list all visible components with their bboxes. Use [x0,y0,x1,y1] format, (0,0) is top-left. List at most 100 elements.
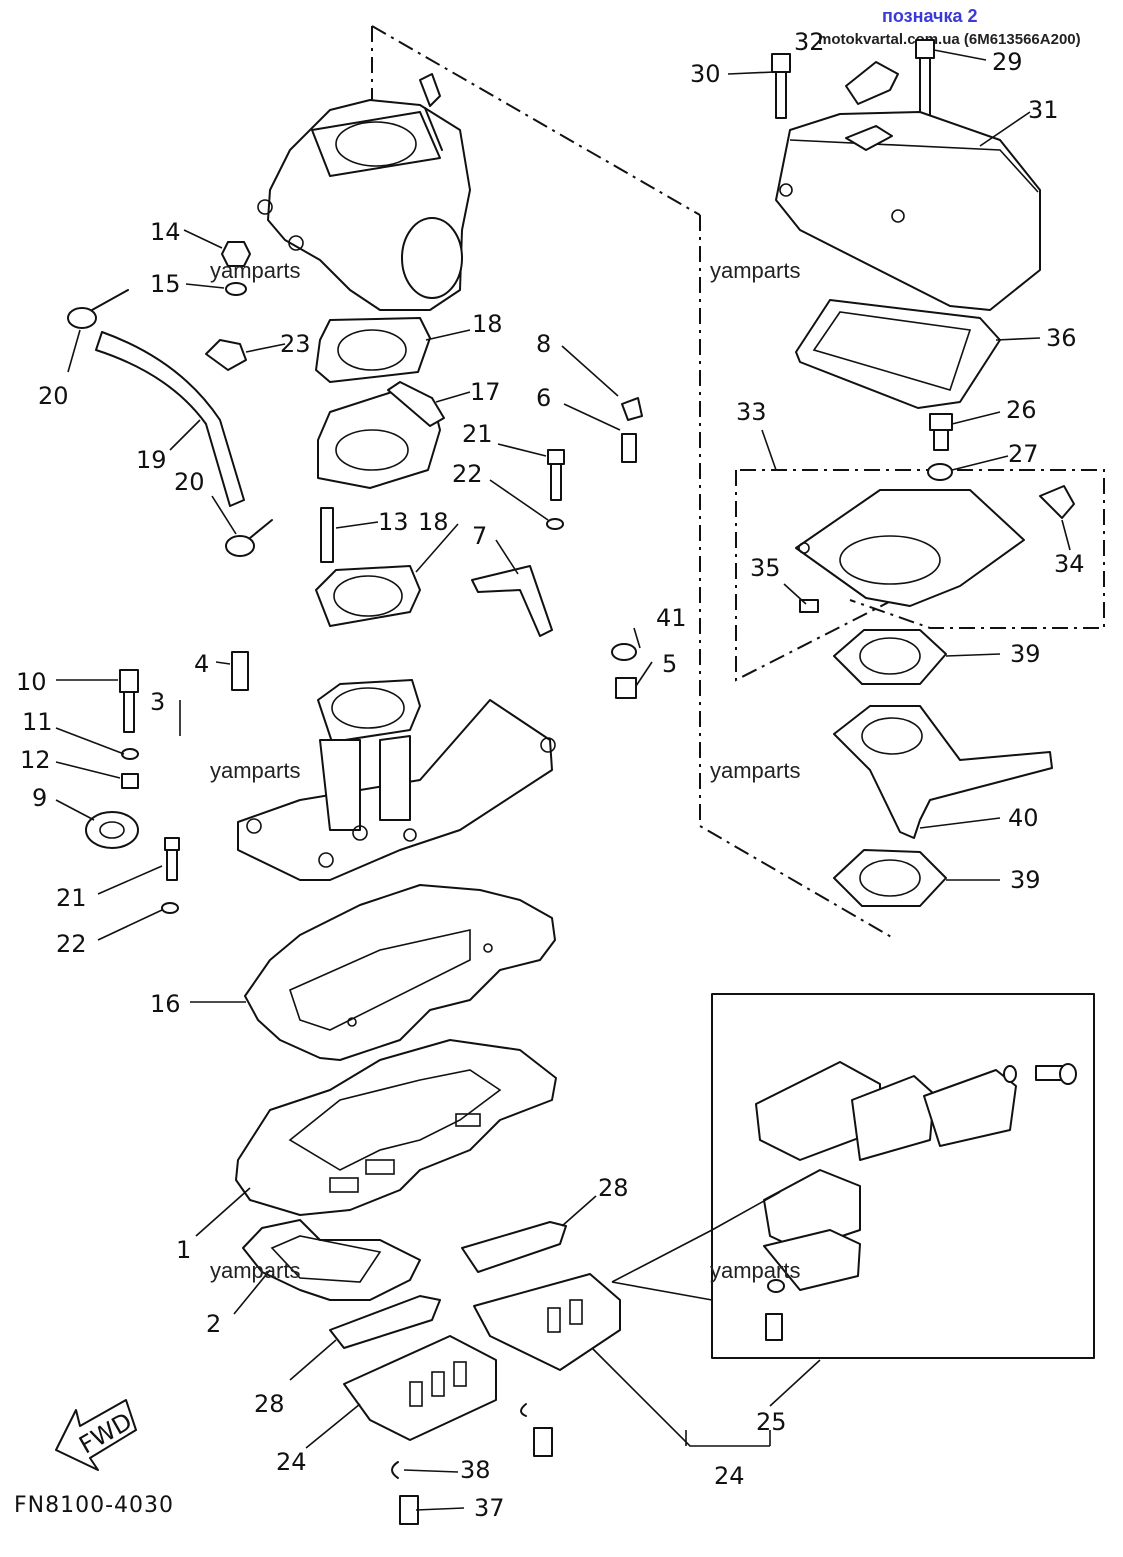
callout-26: 26 [1006,396,1037,424]
bracket-40 [833,705,1053,839]
callout-35: 35 [750,554,781,582]
bolt-21-lower [164,837,180,881]
gasket-39-upper [833,629,947,685]
callout-11: 11 [22,708,53,736]
hose-19 [95,331,245,507]
bracket-7 [471,565,553,637]
callout-39-lower: 39 [1010,866,1041,894]
callout-30: 30 [690,60,721,88]
watermark: yamparts [210,258,300,283]
nut-14 [221,241,251,267]
callout-23: 23 [280,330,311,358]
callout-32: 32 [794,28,825,56]
bolt-29 [915,39,935,119]
assembly-frame-lines [371,25,1105,939]
callout-17: 17 [470,378,501,406]
callout-2: 2 [206,1310,221,1338]
callout-31: 31 [1028,96,1059,124]
callout-7: 7 [472,522,487,550]
gasket-18-upper [315,317,431,383]
callout-12: 12 [20,746,51,774]
inset-box-25 [711,993,1095,1359]
reed-valve-24-left [343,1335,497,1441]
callout-34: 34 [1054,550,1085,578]
bolt-10 [119,669,139,733]
watermark: yamparts [210,758,300,783]
hose-clamp-20-lower [225,519,273,557]
callout-5: 5 [662,650,677,678]
callout-15: 15 [150,270,181,298]
silencer-cover-31 [775,111,1041,311]
callout-22-upper: 22 [452,460,483,488]
source-line: motokvartal.com.ua (6M613566A200) [818,31,1081,48]
callout-21-lower: 21 [56,884,87,912]
gasket-36 [795,299,1001,409]
callout-22-lower: 22 [56,930,87,958]
callout-36: 36 [1046,324,1077,352]
drawing-code: FN8100-4030 [14,1493,174,1518]
callout-20-lower: 20 [174,468,205,496]
watermark: yamparts [210,1258,300,1283]
reed-valve-24-right [473,1273,621,1371]
reed-plate-1 [235,1039,557,1216]
callout-19: 19 [136,446,167,474]
callout-27: 27 [1008,440,1039,468]
callout-28-left: 28 [254,1390,285,1418]
fitting-4 [231,651,249,691]
callout-24-right: 24 [714,1462,745,1490]
washer-41 [611,643,637,661]
callout-3: 3 [150,688,165,716]
bolt-26 [929,413,953,451]
plug-5 [615,677,637,699]
washer-15 [225,282,247,296]
carburetor [257,73,471,311]
callout-37: 37 [474,1494,505,1522]
gasket-39-lower [833,849,947,907]
callout-28-right: 28 [598,1174,629,1202]
callout-20-upper: 20 [38,382,69,410]
hose-clamp-20-upper [67,289,129,329]
callout-18-upper: 18 [472,310,503,338]
bracket-23 [205,339,247,371]
callout-40: 40 [1008,804,1039,832]
washer-27 [927,463,953,481]
cap-32 [845,61,899,105]
sensor-6 [621,433,637,463]
callout-6: 6 [536,384,551,412]
callout-9: 9 [32,784,47,812]
watermarks: yamparts yamparts yamparts yamparts yamp… [210,258,800,1283]
elbow-34 [1039,485,1075,519]
callout-38: 38 [460,1456,491,1484]
washer-22-upper [546,518,564,530]
gasket-28-right [461,1221,567,1273]
bolt-30 [771,53,791,119]
callout-41: 41 [656,604,687,632]
callout-16: 16 [150,990,181,1018]
throttle-plate-17 [317,381,445,489]
fwd-arrow-icon: FWD [55,1399,137,1471]
washer-11 [121,748,139,760]
callout-13: 13 [378,508,409,536]
callout-14: 14 [150,218,181,246]
collar-12 [121,773,139,789]
callout-10: 10 [16,668,47,696]
page-label: позначка 2 [882,6,978,26]
watermark: yamparts [710,758,800,783]
callout-numbers: 1 2 3 4 5 6 7 8 9 10 11 12 13 14 15 16 1… [16,28,1085,1522]
callout-25: 25 [756,1408,787,1436]
leader-lines [55,49,1071,1511]
cap-8 [621,397,643,421]
intake-manifold [237,679,556,881]
clip-38 [391,1403,527,1479]
gasket-16 [244,884,556,1061]
watermark: yamparts [710,1258,800,1283]
callout-24-left: 24 [276,1448,307,1476]
silencer-base-33 [795,489,1025,607]
callout-33: 33 [736,398,767,426]
callout-8: 8 [536,330,551,358]
callout-29: 29 [992,48,1023,76]
gasket-28-left [329,1295,441,1349]
callout-39-upper: 39 [1010,640,1041,668]
clamp-9 [85,811,139,849]
